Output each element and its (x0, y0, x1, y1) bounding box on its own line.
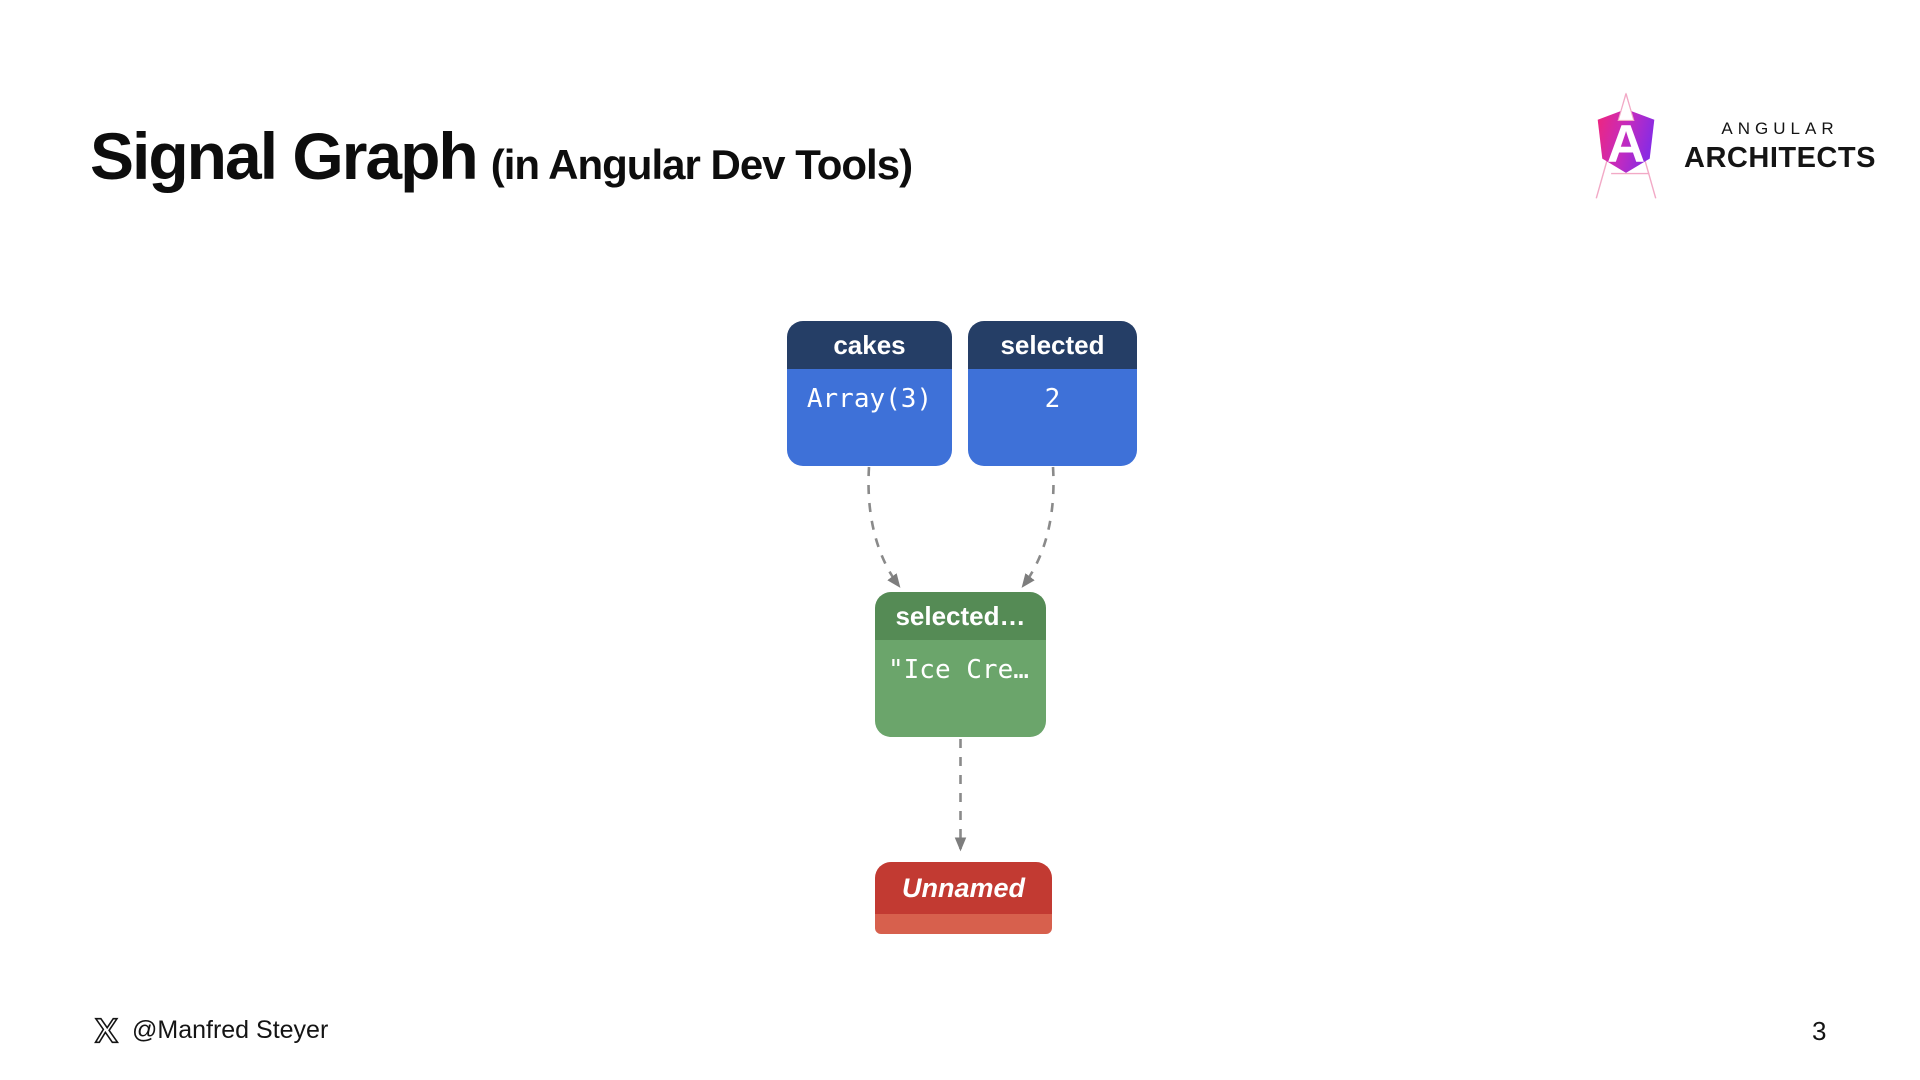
computed-node-selected-cake: selected… "Ice Cre… (875, 592, 1046, 737)
node-selected-value: 2 (968, 369, 1137, 466)
page-number: 3 (1812, 1016, 1827, 1046)
node-selected-label: selected (968, 321, 1137, 369)
svg-text:A: A (1607, 115, 1645, 174)
signal-node-cakes: cakes Array(3) (787, 321, 952, 466)
node-computed-label: selected… (875, 592, 1046, 640)
page-title: Signal Graph (in Angular Dev Tools) (90, 118, 913, 194)
node-unnamed-label: Unnamed (875, 862, 1052, 914)
brand-name-top: ANGULAR (1721, 119, 1839, 138)
node-cakes-value: Array(3) (787, 369, 952, 466)
node-cakes-label: cakes (787, 321, 952, 369)
edge-cakes-to-computed (867, 466, 901, 588)
footer-author: @Manfred Steyer (93, 1016, 328, 1045)
title-subtitle: (in Angular Dev Tools) (490, 141, 913, 188)
effect-node-unnamed: Unnamed (875, 862, 1052, 934)
title-main: Signal Graph (90, 119, 479, 193)
footer-handle: @Manfred Steyer (132, 1016, 329, 1044)
brand-logo: A ANGULAR ARCHITECTS (1580, 88, 1880, 206)
angular-architects-shield-icon: A (1595, 92, 1657, 199)
node-unnamed-body (875, 914, 1052, 934)
edge-selected-to-computed (1021, 466, 1055, 588)
x-logo-icon (94, 1017, 120, 1044)
node-computed-value: "Ice Cre… (875, 640, 1046, 737)
signal-node-selected: selected 2 (968, 321, 1137, 466)
brand-name-bottom: ARCHITECTS (1684, 142, 1876, 174)
brand-wordmark: ANGULAR ARCHITECTS (1680, 119, 1880, 175)
